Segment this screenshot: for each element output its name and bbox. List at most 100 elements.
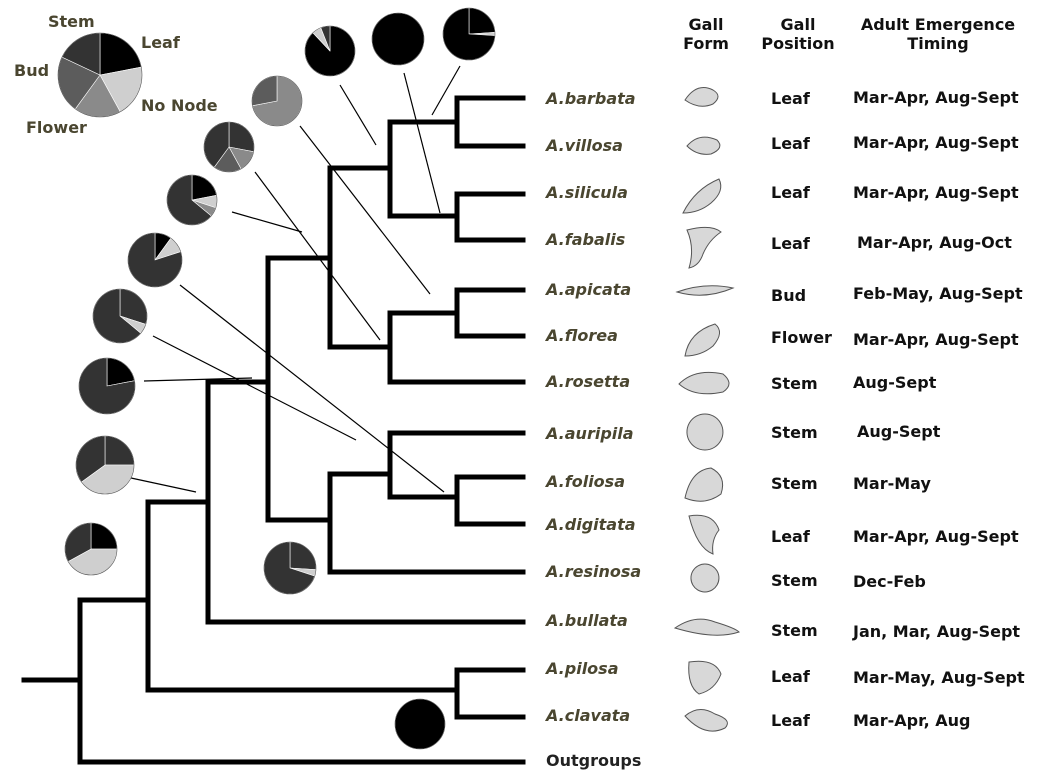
node-pie [395,699,445,749]
node-pie [204,122,254,172]
branch-pilosa-clavata [457,670,523,717]
pie-slice-stem [229,122,254,152]
gall-form-illustration [689,661,721,694]
taxon-name: A.resinosa [546,562,641,581]
node-pie [252,76,302,126]
taxon-name: A.auripila [546,424,634,443]
gall-form-illustration [689,515,719,554]
gall-position: Stem [771,571,818,590]
taxon-name: A.florea [546,326,618,345]
ancestral-state-pies [58,8,495,749]
gall-form-illustration [687,227,721,268]
taxon-name: A.foliosa [546,472,625,491]
branch-node-208 [148,382,523,622]
gall-form-illustration [691,564,719,592]
emergence-timing: Dec-Feb [853,572,926,591]
pie-slice-bud [252,76,277,106]
branch-barbata-villosa [390,98,523,146]
taxon-name: A.villosa [546,136,623,155]
node-pie [65,523,117,575]
taxon-name: A.barbata [546,89,636,108]
node-pie [76,436,134,494]
gall-position: Bud [771,286,806,305]
node-pie [443,8,495,60]
emergence-timing: Mar-Apr, Aug-Oct [857,233,1012,252]
gall-position: Leaf [771,134,810,153]
taxon-name: A.clavata [546,706,630,725]
taxon-name: A.silicula [546,183,628,202]
legend-label-leaf: Leaf [141,33,180,52]
taxon-name: A.fabalis [546,230,625,249]
gall-position: Leaf [771,711,810,730]
node-pie [79,358,135,414]
branch-node-390c [330,313,523,382]
gall-form-illustration [679,372,729,393]
gall-position: Leaf [771,667,810,686]
node-pie [93,289,147,343]
branch-foliosa-digitata [390,477,523,524]
gall-position: Leaf [771,89,810,108]
gall-illustrations [675,88,739,732]
branch-node-330b [268,168,330,347]
gall-position: Leaf [771,527,810,546]
branch-node-148 [148,502,457,690]
branch-apicata-florea [390,290,523,336]
gall-position: Leaf [771,183,810,202]
emergence-timing: Mar-May [853,474,931,493]
gall-form-illustration [675,619,739,635]
node-pie [264,542,316,594]
pie-leader-lines [131,66,460,492]
emergence-timing: Mar-May, Aug-Sept [853,668,1025,687]
gall-form-illustration [685,88,718,107]
emergence-timing: Mar-Apr, Aug-Sept [853,88,1019,107]
pie-slice-stem [290,542,316,570]
branch-node-390a [330,122,390,216]
gall-form-illustration [685,324,720,356]
taxon-name: A.pilosa [546,659,619,678]
emergence-timing: Feb-May, Aug-Sept [853,284,1023,303]
taxon-name: A.digitata [546,515,636,534]
gall-form-illustration [687,414,723,450]
emergence-timing: Mar-Apr, Aug-Sept [853,183,1019,202]
emergence-timing: Mar-Apr, Aug-Sept [853,133,1019,152]
gall-form-illustration [687,137,720,154]
branch-node-390b [330,433,523,497]
emergence-timing: Mar-Apr, Aug-Sept [853,330,1019,349]
emergence-timing: Aug-Sept [857,422,940,441]
outgroups-label: Outgroups [546,751,641,770]
gall-position: Stem [771,621,818,640]
gall-position: Stem [771,374,818,393]
node-pie [305,26,355,76]
taxon-name: A.apicata [546,280,631,299]
emergence-timing: Jan, Mar, Aug-Sept [853,622,1020,641]
branch-silicula-fabalis [390,194,523,240]
legend-label-flower: Flower [26,118,87,137]
gall-position: Stem [771,474,818,493]
emergence-timing: Mar-Apr, Aug [853,711,971,730]
gall-form-illustration [677,286,733,295]
gall-position: Stem [771,423,818,442]
legend-label-stem: Stem [48,12,95,31]
gall-position: Leaf [771,234,810,253]
legend-label-bud: Bud [14,61,49,80]
gall-form-illustration [685,468,723,501]
pie-slice-stem [105,436,134,465]
node-pie [167,175,217,225]
gall-form-illustration [683,179,721,213]
gall-position: Flower [771,328,832,347]
legend-label-no-node: No Node [141,96,218,115]
pie-slice-leaf [91,523,117,549]
emergence-timing: Aug-Sept [853,373,936,392]
emergence-timing: Mar-Apr, Aug-Sept [853,527,1019,546]
branch-node-268 [208,258,268,520]
taxon-name: A.rosetta [546,372,630,391]
legend-pie [58,33,142,117]
gall-form-illustration [685,709,727,731]
taxon-name: A.bullata [546,611,628,630]
pie-slice-leaf [469,8,495,34]
node-pie [128,233,182,287]
